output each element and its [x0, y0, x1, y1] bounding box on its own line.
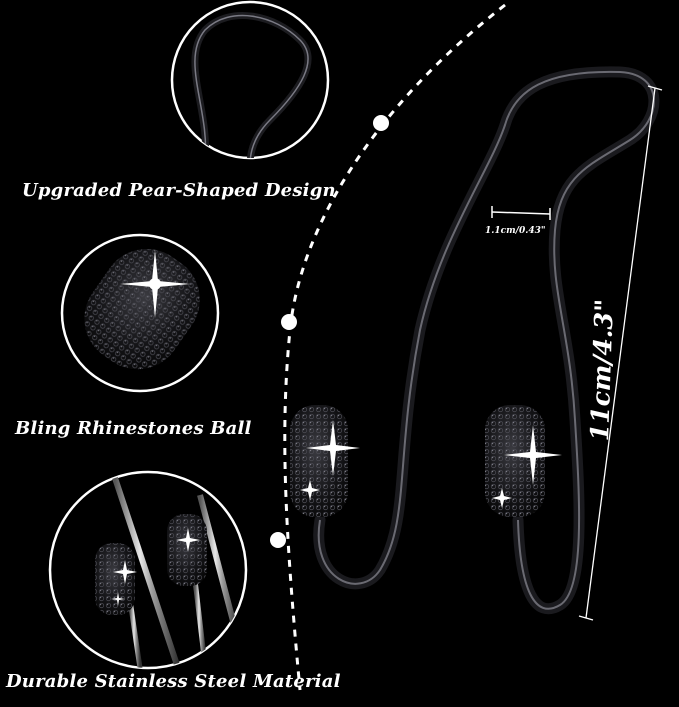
hook-product [290, 66, 660, 615]
closeup-hook-bend [170, 0, 330, 160]
width-dimension-label: 1.1cm/0.43" [485, 226, 546, 236]
arc-dot-2 [281, 314, 297, 330]
rhinestone-ball-right [485, 405, 562, 517]
rhinestone-ball-left [290, 405, 360, 517]
feature-caption-design: Upgraded Pear-Shaped Design [22, 180, 336, 201]
height-dimension-line [578, 85, 663, 621]
height-dimension-label: 11cm/4.3" [585, 298, 619, 442]
closeup-steel-rods [48, 470, 248, 670]
width-dimension-line [491, 206, 551, 220]
closeup-rhinestone [60, 233, 220, 393]
dashed-arc [283, 3, 506, 691]
arc-dot-1 [373, 115, 389, 131]
feature-caption-rhinestones: Bling Rhinestones Ball [15, 418, 252, 439]
feature-caption-material: Durable Stainless Steel Material [6, 671, 341, 692]
arc-dot-3 [270, 532, 286, 548]
sparkle-icon [120, 250, 190, 318]
